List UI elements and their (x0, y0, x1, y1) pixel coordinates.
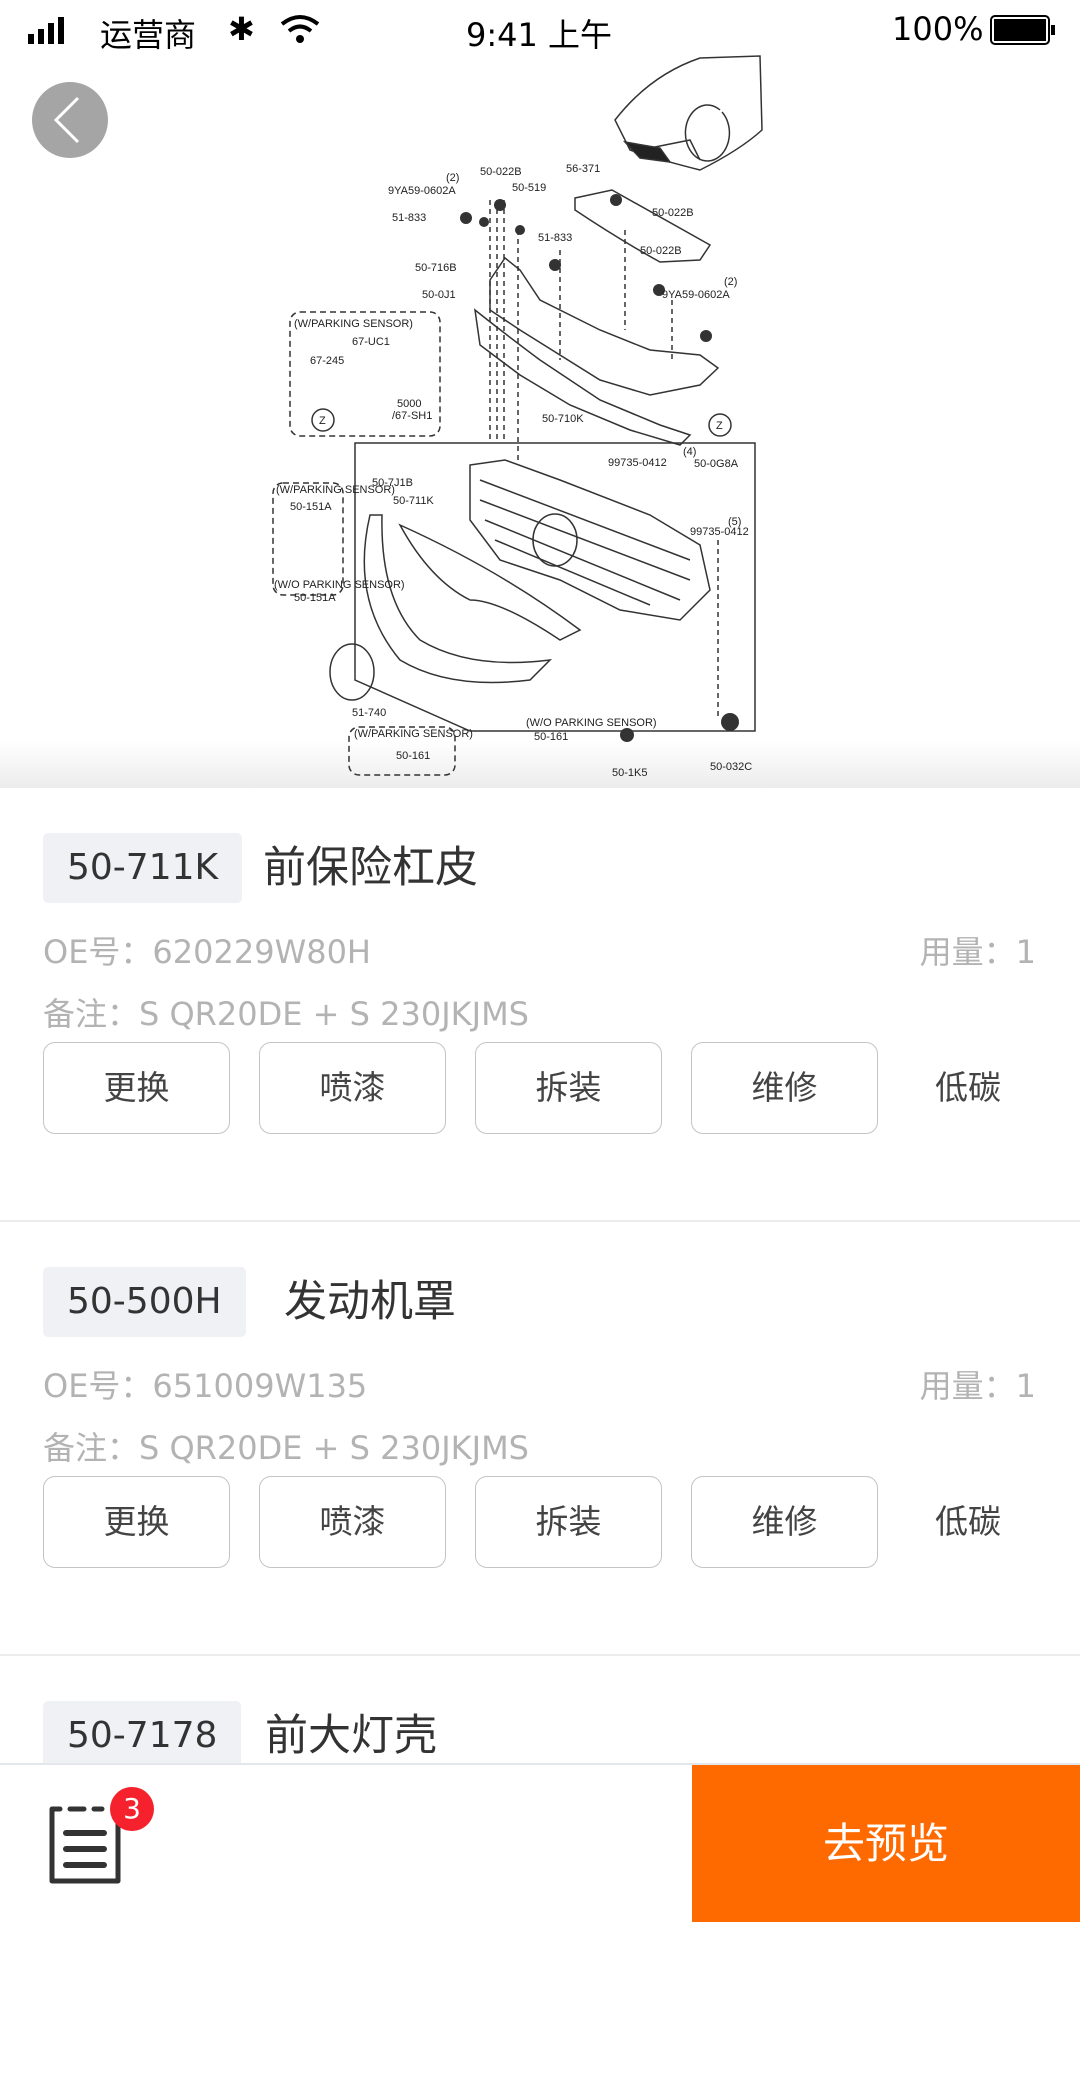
remark: 备注：S QR20DE + S 230JKJMS (43, 1429, 529, 1467)
diagram-label: 50-519 (512, 182, 546, 194)
battery-icon (990, 15, 1055, 45)
remark: 备注：S QR20DE + S 230JKJMS (43, 995, 529, 1033)
part-name: 前大灯壳 (265, 1711, 437, 1761)
replace-button[interactable]: 更换 (43, 1042, 230, 1134)
diagram-label: (W/O PARKING SENSOR) (526, 717, 657, 729)
bluetooth-icon: ✱ (228, 10, 255, 48)
back-button[interactable] (32, 82, 108, 158)
diagram-label: 50-022B (640, 245, 682, 257)
part-code: 50-7178 (43, 1701, 242, 1771)
diagram-label: Z (319, 415, 326, 427)
diagram-label: (5) (728, 516, 741, 528)
grille (469, 459, 711, 621)
part-item[interactable]: 50-7178 前大灯壳 (0, 1656, 1080, 2090)
carrier-label: 运营商 (100, 16, 197, 54)
diagram-label: 5000 (397, 398, 421, 410)
part-code: 50-711K (43, 833, 243, 903)
upper-cover (574, 189, 712, 263)
diagram-label: 50-1K5 (612, 767, 647, 779)
diagram-label: (W/PARKING SENSOR) (276, 484, 395, 496)
diagram-label: 50-7J1B (372, 477, 413, 489)
diagram-label: 56-371 (566, 163, 600, 175)
diagram-label: 51-740 (352, 707, 386, 719)
lower-bar (473, 308, 692, 446)
quantity: 用量：1 (919, 933, 1036, 971)
radiator-support (489, 256, 720, 396)
diagram-label: 9YA59-0602A (388, 185, 456, 197)
diagram-label: (W/PARKING SENSOR) (354, 728, 473, 740)
diagram-label: 51-833 (538, 232, 572, 244)
repair-button[interactable]: 维修 (691, 1476, 878, 1568)
diagram-label: (2) (446, 172, 459, 184)
diagram-label: 50-0G8A (694, 458, 739, 470)
preview-button[interactable]: 去预览 (692, 1765, 1080, 1922)
part-code: 50-500H (43, 1267, 246, 1337)
bottom-bar: 3 去预览 (0, 1763, 1080, 1922)
diagram-label: 50-710K (542, 413, 584, 425)
diagram-label: 51-833 (392, 212, 426, 224)
diagram-label: 9YA59-0602A (662, 289, 730, 301)
replace-button[interactable]: 更换 (43, 1476, 230, 1568)
repair-button[interactable]: 维修 (691, 1042, 878, 1134)
clock: 9:41 上午 (466, 16, 613, 54)
diagram-label: 99735-0412 (690, 526, 749, 538)
diagram-label: (W/PARKING SENSOR) (294, 318, 413, 330)
part-item[interactable]: 50-500H 发动机罩 OE号：651009W135 用量：1 备注：S QR… (0, 1222, 1080, 1656)
diagram-label: 50-022B (652, 207, 694, 219)
diagram-label: 50-022B (480, 166, 522, 178)
diagram-label: (4) (683, 446, 696, 458)
disassemble-button[interactable]: 拆装 (475, 1476, 662, 1568)
diagram-label: Z (716, 420, 723, 432)
diagram-label: 50-151A (294, 592, 336, 604)
signal-icon (28, 17, 64, 44)
diagram-label: 50-161 (396, 750, 430, 762)
oe-number: OE号：651009W135 (43, 1367, 368, 1405)
diagram-label: 67-UC1 (352, 336, 390, 348)
diagram-label: (2) (724, 276, 737, 288)
diagram-label: 50-716B (415, 262, 457, 274)
battery-percent: 100% (892, 10, 984, 48)
bumper-trim (363, 514, 553, 684)
oe-number: OE号：620229W80H (43, 933, 371, 971)
grille-box (354, 442, 756, 732)
disassemble-button[interactable]: 拆装 (475, 1042, 662, 1134)
part-name: 发动机罩 (284, 1277, 456, 1327)
wifi-icon (280, 15, 320, 43)
paint-button[interactable]: 喷漆 (259, 1476, 446, 1568)
selection-list-button[interactable] (46, 1803, 126, 1887)
paint-button[interactable]: 喷漆 (259, 1042, 446, 1134)
diagram-label: /67-SH1 (392, 410, 432, 422)
list-icon (49, 1806, 121, 1884)
diagram-label: 50-0J1 (422, 289, 456, 301)
diagram-label: 50-161 (534, 731, 568, 743)
diagram-label: 50-032C (710, 761, 752, 773)
diagram-label: 50-711K (393, 495, 434, 507)
count-badge: 3 (110, 1787, 154, 1831)
part-name: 前保险杠皮 (263, 843, 478, 893)
diagram-label: (W/O PARKING SENSOR) (274, 579, 405, 591)
diagram-label: 50-151A (290, 501, 332, 513)
bolt-glyphs (460, 194, 739, 742)
diagram-label: 99735-0412 (608, 457, 667, 469)
low-carbon-button[interactable]: 低碳 (935, 1068, 1001, 1107)
low-carbon-button[interactable]: 低碳 (935, 1502, 1001, 1541)
quantity: 用量：1 (919, 1367, 1036, 1405)
status-bar: 运营商 ✱ 9:41 上午 100% (0, 0, 1080, 62)
diagram-label: 67-245 (310, 355, 344, 367)
chevron-left-icon (53, 96, 80, 144)
part-item[interactable]: 50-711K 前保险杠皮 OE号：620229W80H 用量：1 备注：S Q… (0, 788, 1080, 1222)
